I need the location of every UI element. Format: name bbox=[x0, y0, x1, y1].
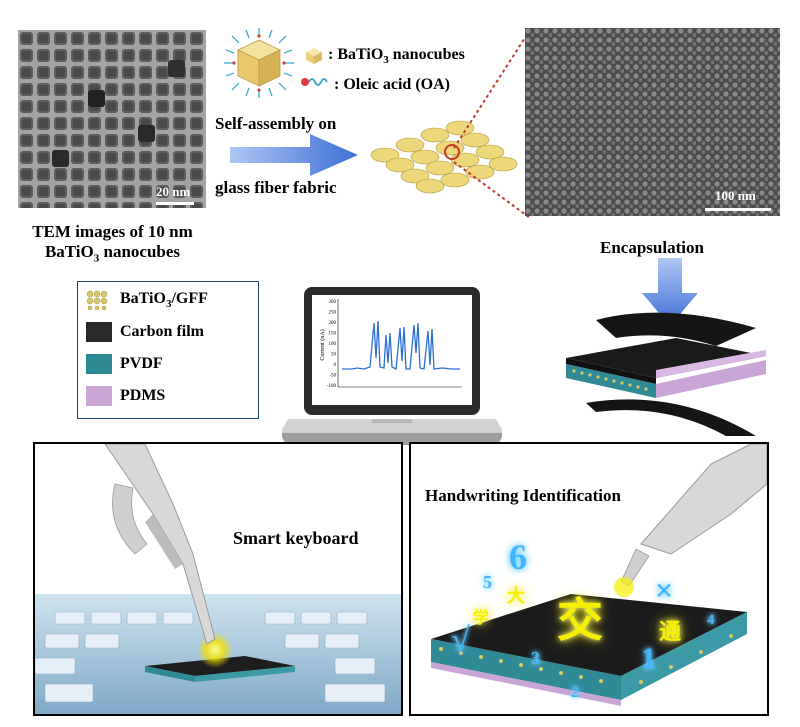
laptop-chart-tick-label: 250 bbox=[329, 311, 337, 316]
legend-swatch-carbon-film bbox=[86, 322, 112, 342]
legend-item-pdms: PDMS bbox=[86, 384, 165, 408]
handwriting-label: Handwriting Identification bbox=[425, 486, 621, 505]
nanocube-ligand-illustration bbox=[224, 28, 294, 98]
tem-caption: TEM images of 10 nm BaTiO3 nanocubes bbox=[0, 222, 225, 264]
legend-swatch-pvdf bbox=[86, 354, 112, 374]
tem-scalebar bbox=[156, 202, 194, 205]
hw-char-six: 6 bbox=[509, 537, 527, 577]
laptop-chart-tick-label: 0 bbox=[334, 363, 337, 368]
tem-nanocube-pattern bbox=[18, 30, 206, 208]
legend-label-pvdf: PVDF bbox=[120, 355, 163, 372]
laptop-chart-tick-label: 300 bbox=[329, 300, 337, 305]
laptop-chart-tick-label: 100 bbox=[329, 342, 337, 347]
laptop-illustration: 300 250 200 150 100 50 0 -50 -100 Current (nA) bbox=[282, 287, 502, 445]
hw-char-three: 3 bbox=[531, 648, 540, 668]
legend-label-batio3-sub: 3 bbox=[165, 298, 172, 311]
material-legend: BaTiO3/GFF Carbon film PVDF PDMS bbox=[77, 281, 259, 419]
laptop-chart-tick-label: 50 bbox=[331, 353, 337, 358]
hw-char-two: 2 bbox=[571, 684, 579, 701]
hw-char-one: 1 bbox=[641, 642, 656, 675]
glass-fiber-fabric-illustration bbox=[370, 120, 518, 194]
tem-scale-label: 20 nm bbox=[156, 184, 191, 199]
sem-scalebar bbox=[705, 208, 771, 211]
key-oleic-label: : Oleic acid (OA) bbox=[334, 76, 450, 93]
hw-char-xue: 学 bbox=[473, 610, 490, 627]
cube-key-icon bbox=[306, 48, 322, 64]
handwriting-scene bbox=[431, 444, 767, 706]
self-assembly-arrow bbox=[230, 134, 358, 176]
hw-char-jiao: 交 bbox=[557, 595, 603, 646]
legend-swatch-pdms bbox=[86, 386, 112, 406]
handwriting-panel: Handwriting Identification 6 5 大 学 交 通 ×… bbox=[409, 442, 769, 716]
key-nanocubes-label: : BaTiO3 nanocubes bbox=[328, 46, 465, 66]
oleic-acid-key-icon bbox=[301, 78, 328, 86]
legend-label-batio3-pre: BaTiO bbox=[120, 289, 166, 307]
zoom-lines bbox=[453, 29, 531, 219]
hw-char-times: × bbox=[655, 572, 674, 608]
tem-caption-pre: BaTiO bbox=[44, 242, 94, 261]
encapsulation-label: Encapsulation bbox=[600, 238, 704, 257]
laptop-chart-tick-label: -100 bbox=[327, 384, 337, 389]
laptop-chart-ylabel: Current (nA) bbox=[319, 329, 326, 360]
laptop-chart-tick-label: -50 bbox=[329, 374, 336, 379]
tem-caption-line1: TEM images of 10 nm bbox=[32, 222, 193, 241]
tem-image: 20 nm bbox=[18, 30, 206, 208]
encapsulation-arrow bbox=[642, 258, 698, 326]
legend-label-carbon-film: Carbon film bbox=[120, 323, 204, 340]
hw-char-five: 5 bbox=[483, 572, 492, 592]
sem-scale-label: 100 nm bbox=[715, 188, 756, 203]
key-nanocubes-post: nanocubes bbox=[388, 46, 465, 63]
hw-char-check: √ bbox=[451, 622, 470, 659]
legend-label-pdms: PDMS bbox=[120, 387, 166, 404]
legend-swatch-batio3-gff bbox=[86, 290, 108, 310]
tem-caption-sub: 3 bbox=[93, 252, 100, 265]
sem-image: 100 nm bbox=[525, 28, 780, 216]
arrow-text-line2: glass fiber fabric bbox=[215, 178, 337, 197]
laptop-screen bbox=[312, 295, 472, 405]
legend-item-pvdf: PVDF bbox=[86, 352, 163, 376]
tem-caption-post: nanocubes bbox=[99, 242, 181, 261]
sem-texture bbox=[525, 28, 780, 216]
key-nanocubes-pre: : BaTiO bbox=[328, 46, 384, 63]
arrow-text-line1: Self-assembly on bbox=[215, 114, 337, 133]
legend-label-batio3-gff: BaTiO3/GFF bbox=[120, 290, 208, 310]
legend-item-carbon-film: Carbon film bbox=[86, 320, 204, 344]
hw-char-da: 大 bbox=[507, 586, 525, 606]
hw-char-tong: 通 bbox=[659, 619, 682, 644]
key-nanocubes-sub: 3 bbox=[383, 54, 389, 67]
keyboard-scene bbox=[35, 444, 401, 714]
smart-keyboard-panel: Smart keyboard bbox=[33, 442, 403, 716]
layered-device-illustration bbox=[566, 312, 766, 436]
laptop-chart-tick-label: 200 bbox=[329, 321, 337, 326]
laptop-chart-signal bbox=[342, 320, 460, 371]
hw-char-four: 4 bbox=[707, 612, 715, 628]
laptop-chart-tick-label: 150 bbox=[329, 332, 337, 337]
zoom-circle bbox=[444, 144, 460, 160]
legend-item-batio3-gff: BaTiO3/GFF bbox=[86, 288, 208, 312]
laptop-chart-ticks: 300 250 200 150 100 50 0 -50 -100 bbox=[327, 300, 337, 389]
tem-caption-line2: BaTiO3 nanocubes bbox=[0, 242, 225, 264]
smart-keyboard-label: Smart keyboard bbox=[233, 528, 359, 548]
legend-label-batio3-post: /GFF bbox=[171, 289, 208, 307]
